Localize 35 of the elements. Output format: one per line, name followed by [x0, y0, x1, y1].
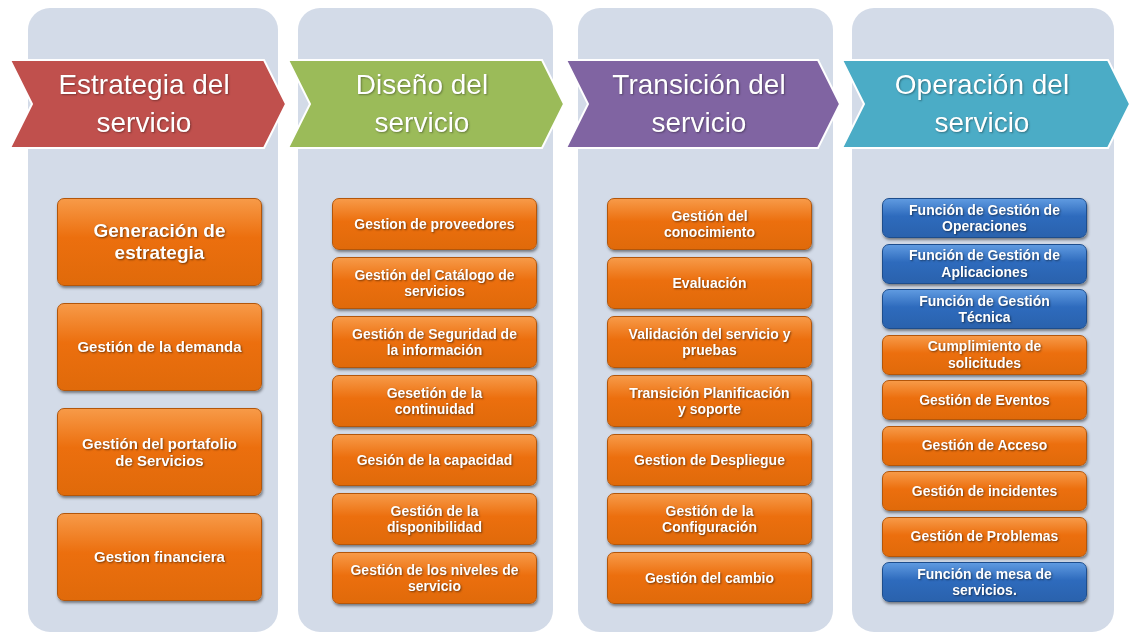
process-box: Gestión de Problemas — [882, 516, 1087, 557]
process-box: Gestión del portafolio de Servicios — [57, 408, 262, 496]
process-box: Función de Gestión de Aplicaciones — [882, 243, 1087, 284]
process-box: Gestion de proveedores — [332, 198, 537, 250]
process-box: Función de Gestión Técnica — [882, 289, 1087, 329]
process-box: Gesetión de la continuidad — [332, 375, 537, 427]
process-box: Gestión de Seguridad de la información — [332, 316, 537, 368]
process-box: Transición Planificación y soporte — [607, 375, 812, 427]
process-box: Función de Gestión de Operaciones — [882, 198, 1087, 238]
process-box: Gestión de Eventos — [882, 380, 1087, 420]
process-box: Gestión de la disponibilidad — [332, 493, 537, 545]
process-box: Gestión de la demanda — [57, 303, 262, 391]
process-box: Gestión del Catálogo de servicios — [332, 257, 537, 309]
process-box: Cumplimiento de solicitudes — [882, 334, 1087, 375]
phase-heading: Estrategia del servicio — [57, 68, 231, 140]
phase-heading: Transición del servicio — [611, 68, 787, 140]
process-box: Evaluación — [607, 257, 812, 309]
process-box: Gestión de los niveles de servicio — [332, 552, 537, 604]
process-box: Gestion de Despliegue — [607, 434, 812, 486]
process-box: Validación del servicio y pruebas — [607, 316, 812, 368]
process-box: Gestion financiera — [57, 513, 262, 601]
phase-column — [10, 8, 288, 632]
phase-heading: Diseño del servicio — [354, 68, 490, 140]
phase-column — [566, 8, 842, 632]
process-box: Gestión de la Configuración — [607, 493, 812, 545]
process-box: Función de mesa de servicios. — [882, 562, 1087, 602]
process-box: Gestión del conocimiento — [607, 198, 812, 250]
phase-column — [842, 8, 1132, 632]
process-box: Gestión de Acceso — [882, 425, 1087, 466]
process-box: Gesión de la capacidad — [332, 434, 537, 486]
process-box: Generación de estrategia — [57, 198, 262, 286]
phase-column — [288, 8, 566, 632]
process-box: Gestión del cambio — [607, 552, 812, 604]
phase-heading: Operación del servicio — [893, 68, 1071, 140]
process-box: Gestión de incidentes — [882, 471, 1087, 511]
